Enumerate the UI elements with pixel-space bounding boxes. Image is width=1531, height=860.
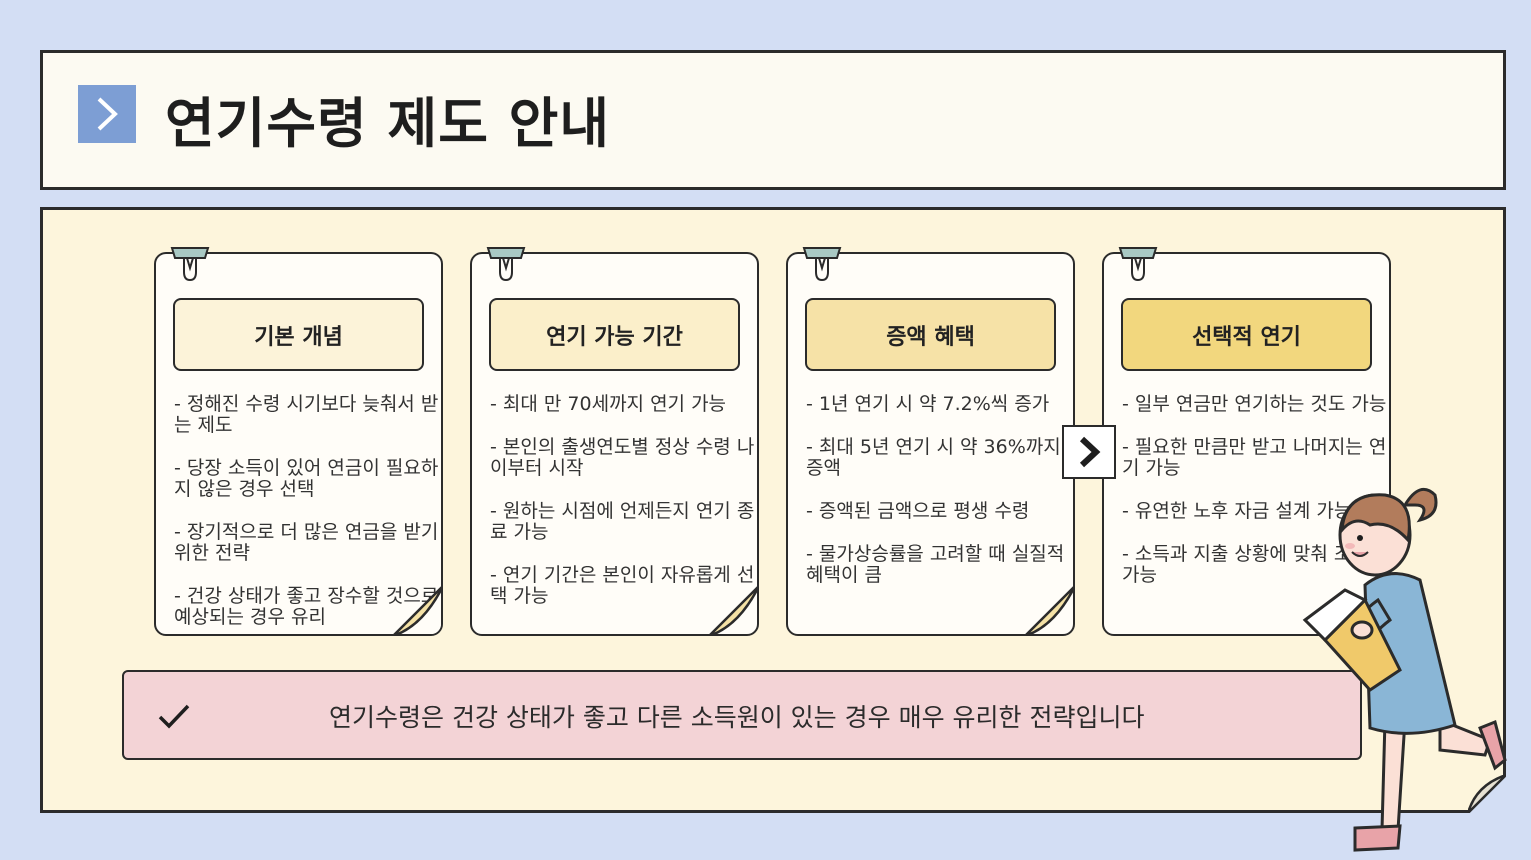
title-box: 연기수령 제도 안내 — [40, 50, 1506, 190]
person-illustration — [1302, 487, 1507, 852]
binder-clip-icon — [1118, 247, 1158, 282]
chevron-right-icon — [78, 85, 136, 143]
page-fold-icon — [709, 586, 757, 634]
card-items: - 일부 연금만 연기하는 것도 가능 - 필요한 만큼만 받고 나머지는 연기… — [1122, 394, 1389, 608]
page-fold-icon — [1468, 775, 1506, 813]
card-items: - 1년 연기 시 약 7.2%씩 증가 - 최대 5년 연기 시 약 36%까… — [806, 394, 1073, 608]
card-item: - 정해진 수령 시기보다 늦춰서 받는 제도 — [174, 393, 439, 436]
card-item: - 본인의 출생연도별 정상 수령 나이부터 시작 — [490, 436, 755, 479]
binder-clip-icon — [802, 247, 842, 282]
card-title: 증액 혜택 — [805, 298, 1056, 371]
page-title: 연기수령 제도 안내 — [165, 92, 611, 155]
card-item: - 필요한 만큼만 받고 나머지는 연기 가능 — [1122, 436, 1387, 479]
next-arrow-button[interactable] — [1062, 425, 1116, 479]
binder-clip-icon — [486, 247, 526, 282]
summary-banner: 연기수령은 건강 상태가 좋고 다른 소득원이 있는 경우 매우 유리한 전략입… — [122, 670, 1362, 760]
card-item: - 원하는 시점에 언제든지 연기 종료 가능 — [490, 500, 755, 543]
card-item: - 장기적으로 더 많은 연금을 받기 위한 전략 — [174, 521, 439, 564]
card-basic-concept: 기본 개념 - 정해진 수령 시기보다 늦춰서 받는 제도 - 당장 소득이 있… — [154, 252, 443, 636]
chevron-right-icon — [1079, 436, 1101, 468]
card-items: - 정해진 수령 시기보다 늦춰서 받는 제도 - 당장 소득이 있어 연금이 … — [174, 393, 441, 634]
card-item: - 유연한 노후 자금 설계 가능 — [1122, 500, 1352, 522]
card-increase-benefit: 증액 혜택 - 1년 연기 시 약 7.2%씩 증가 - 최대 5년 연기 시 … — [786, 252, 1075, 636]
check-icon — [158, 704, 190, 729]
card-title: 연기 가능 기간 — [489, 298, 740, 371]
card-selective-deferral: 선택적 연기 - 일부 연금만 연기하는 것도 가능 - 필요한 만큼만 받고 … — [1102, 252, 1391, 636]
card-item: - 물가상승률을 고려할 때 실질적 혜택이 큼 — [806, 543, 1065, 586]
page-fold-icon — [393, 586, 441, 634]
card-deferral-period: 연기 가능 기간 - 최대 만 70세까지 연기 가능 - 본인의 출생연도별 … — [470, 252, 759, 636]
card-item: - 건강 상태가 좋고 장수할 것으로 예상되는 경우 유리 — [174, 585, 439, 628]
card-item: - 최대 5년 연기 시 약 36%까지 증액 — [806, 436, 1061, 479]
card-items: - 최대 만 70세까지 연기 가능 - 본인의 출생연도별 정상 수령 나이부… — [490, 394, 757, 629]
card-item: - 최대 만 70세까지 연기 가능 — [490, 393, 727, 415]
page-fold-icon — [1025, 586, 1073, 634]
binder-clip-icon — [170, 247, 210, 282]
card-item: - 당장 소득이 있어 연금이 필요하지 않은 경우 선택 — [174, 457, 439, 500]
card-item: - 소득과 지출 상황에 맞춰 조절 가능 — [1122, 543, 1369, 586]
card-item: - 1년 연기 시 약 7.2%씩 증가 — [806, 393, 1050, 415]
summary-text: 연기수령은 건강 상태가 좋고 다른 소득원이 있는 경우 매우 유리한 전략입… — [329, 703, 1145, 732]
card-title: 선택적 연기 — [1121, 298, 1372, 371]
card-item: - 증액된 금액으로 평생 수령 — [806, 500, 1030, 522]
card-title: 기본 개념 — [173, 298, 424, 371]
card-item: - 일부 연금만 연기하는 것도 가능 — [1122, 393, 1387, 415]
card-item: - 연기 기간은 본인이 자유롭게 선택 가능 — [490, 564, 755, 607]
